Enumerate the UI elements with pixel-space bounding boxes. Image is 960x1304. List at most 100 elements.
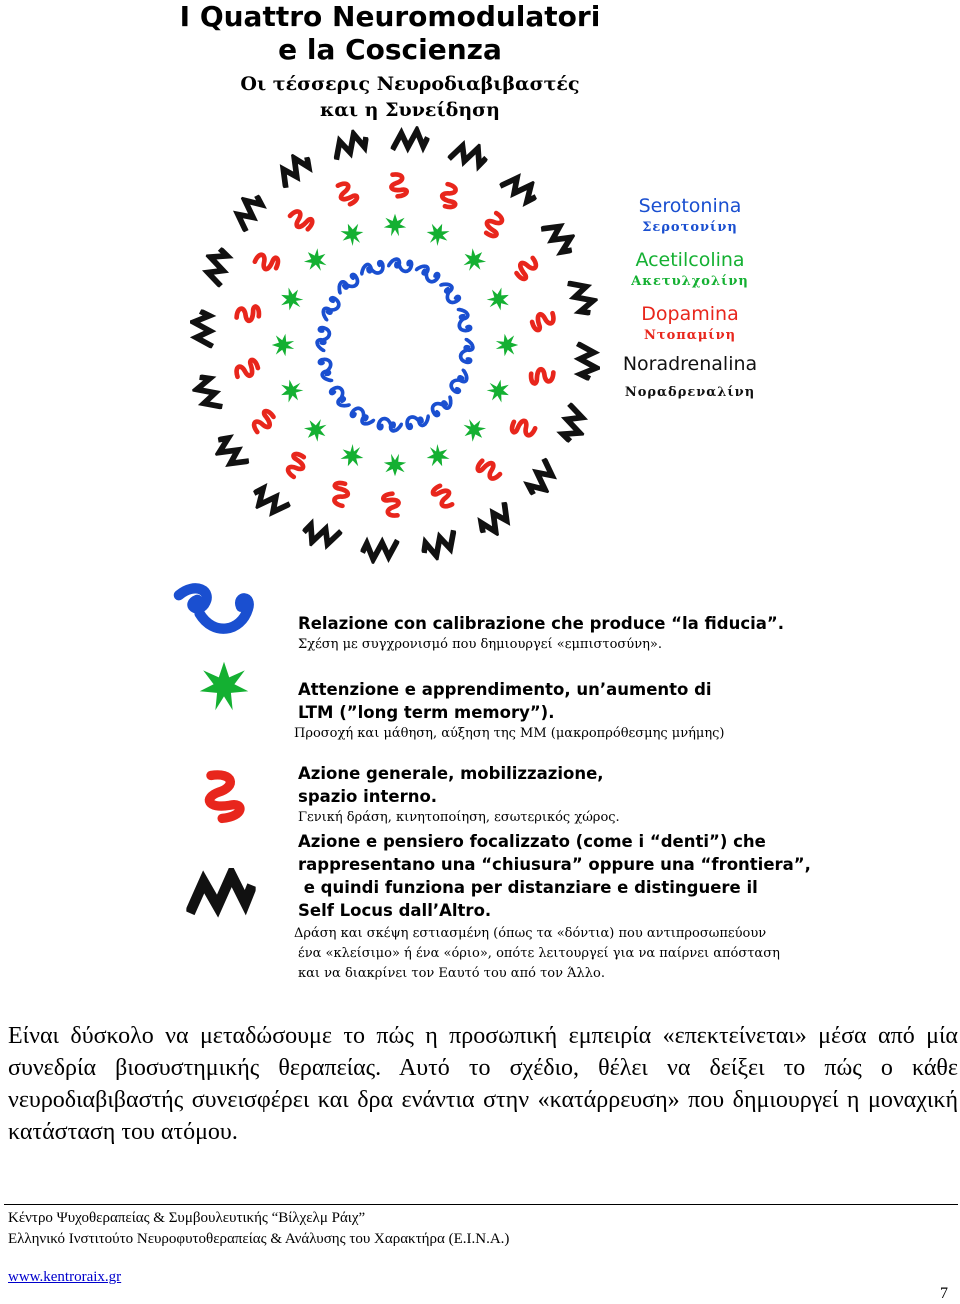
key-item-serotonina: Relazione con calibrazione che produce “… [298, 612, 818, 655]
key-acetilcolina-italian-1: Attenzione e apprendimento, un’aumento d… [298, 678, 818, 701]
key-noradrenalina-italian-2: rappresentano una “chiusura” oppure una … [298, 853, 838, 876]
key-noradrenalina-greek-1: Δράση και σκέψη εστιασμένη (όπως τα «δόν… [294, 924, 838, 944]
green-star-icon [300, 244, 332, 276]
red-squiggle-icon [254, 249, 281, 273]
green-star-icon [423, 441, 452, 470]
green-star-icon [384, 214, 406, 236]
red-squiggle-icon [329, 481, 351, 507]
red-squiggle-icon [432, 484, 453, 509]
title-italian-line2: e la Coscienza [160, 33, 620, 67]
legend-acetilcolina-greek: Ακετυλχολίνη [610, 274, 770, 289]
blue-wave-icon [335, 273, 360, 296]
blue-wave-icon [430, 394, 455, 417]
blue-wave-icon [318, 358, 335, 383]
key-noradrenalina-italian-1: Azione e pensiero focalizzato (come i “d… [298, 830, 838, 853]
green-star-icon [458, 244, 490, 276]
footer-divider [4, 1204, 958, 1205]
serotonina-inner-ring [316, 258, 473, 431]
body-paragraph: Είναι δύσκολο να μεταδώσουμε το πώς η πρ… [8, 1020, 958, 1148]
blue-wave-icon [449, 368, 470, 393]
green-star-icon [272, 334, 294, 356]
black-zigzag-icon [331, 131, 369, 159]
red-squiggle-icon [283, 451, 309, 477]
key-dopamina-greek: Γενική δράση, κινητοποίηση, εσωτερικός χ… [298, 808, 818, 828]
green-star-icon [337, 441, 366, 470]
legend-serotonina-greek: Σεροτονίνη [610, 220, 770, 235]
blue-wave-icon [405, 412, 430, 429]
blue-wave-icon [350, 406, 375, 427]
red-squiggle-icon [196, 764, 252, 828]
black-zigzag-icon [180, 868, 262, 920]
red-squiggle-icon [439, 184, 461, 210]
red-squiggle-icon [337, 181, 358, 206]
footer-line1: Κέντρο Ψυχοθεραπείας & Συμβουλευτικής “Β… [8, 1208, 365, 1228]
blue-wave-icon [415, 263, 440, 284]
blue-wave-icon [388, 258, 412, 272]
key-noradrenalina-greek-2: ένα «κλείσιμο» ή ένα «όριο», οπότε λειτο… [298, 944, 838, 964]
neuromodulator-circle-diagram [190, 120, 600, 570]
red-squiggle-icon [236, 303, 260, 322]
black-zigzag-icon [201, 246, 233, 286]
key-acetilcolina-greek: Προσοχή και μάθηση, αύξηση της ΜΜ (μακρο… [294, 724, 818, 744]
key-noradrenalina-greek-3: και να διακρίνει τον Εαυτό του από τον Ά… [298, 964, 838, 984]
black-zigzag-icon [194, 374, 222, 412]
blue-wave-icon [360, 260, 385, 277]
red-squiggle-icon [391, 174, 407, 196]
blue-wave-icon [320, 296, 341, 321]
black-zigzag-icon [522, 459, 560, 499]
key-serotonina-italian: Relazione con calibrazione che produce “… [298, 612, 818, 635]
blue-wave-icon [438, 280, 461, 305]
key-noradrenalina-italian-4: Self Locus dall’Altro. [298, 899, 838, 922]
black-zigzag-icon [250, 482, 290, 520]
top-legend: Serotonina Σεροτονίνη Acetilcolina Ακετυ… [610, 195, 770, 400]
black-zigzag-icon [575, 344, 599, 380]
legend-noradrenalina-label: Noradrenalina [610, 353, 770, 375]
red-squiggle-icon [481, 212, 507, 238]
blue-wave-icon [329, 385, 352, 410]
green-star-icon [458, 414, 490, 446]
red-squiggle-icon [475, 457, 501, 484]
footer-line2: Ελληνικό Ινστιτούτο Νευροφυτοθεραπείας &… [8, 1229, 509, 1249]
black-zigzag-icon [500, 170, 540, 208]
red-squiggle-icon [289, 207, 315, 234]
black-zigzag-icon [301, 518, 341, 550]
green-star-icon [337, 219, 366, 248]
legend-serotonina-label: Serotonina [610, 195, 770, 217]
green-star-icon [423, 219, 452, 248]
key-item-dopamina: Azione generale, mobilizzazione, spazio … [298, 762, 818, 828]
title-greek-line1: Οι τέσσερις Νευροδιαβιβαστές [200, 72, 620, 97]
green-star-icon [496, 334, 518, 356]
key-noradrenalina-italian-3: e quindi funziona per distanziare e dist… [298, 876, 838, 899]
black-zigzag-icon [230, 192, 268, 232]
key-acetilcolina-italian-2: LTM (”long term memory”). [298, 701, 818, 724]
black-zigzag-icon [556, 404, 588, 444]
green-star-icon [277, 284, 306, 313]
red-squiggle-icon [250, 409, 276, 433]
green-star-icon [484, 284, 513, 313]
page-number: 7 [940, 1284, 948, 1304]
legend-dopamina-greek: Ντοπαμίνη [610, 328, 770, 343]
blue-wave-icon [460, 339, 474, 363]
red-squiggle-icon [509, 416, 536, 440]
red-squiggle-icon [513, 257, 539, 281]
black-zigzag-icon [449, 139, 489, 171]
blue-wave-icon [378, 418, 402, 432]
blue-wave-icon [316, 327, 330, 351]
black-zigzag-icon [420, 530, 458, 558]
title-italian-line1: I Quattro Neuromodulatori [160, 0, 620, 34]
green-star-icon [484, 376, 513, 405]
legend-acetilcolina-label: Acetilcolina [610, 249, 770, 271]
key-item-noradrenalina: Azione e pensiero focalizzato (come i “d… [298, 830, 838, 984]
legend-dopamina-label: Dopamina [610, 303, 770, 325]
black-zigzag-icon [475, 502, 515, 538]
black-zigzag-icon [541, 218, 577, 258]
legend-noradrenalina-greek: Νοραδρεναλίνη [610, 385, 770, 400]
green-star-icon [300, 414, 332, 446]
footer-website-link[interactable]: www.kentroraix.gr [8, 1267, 121, 1287]
key-dopamina-italian-2: spazio interno. [298, 785, 818, 808]
key-item-acetilcolina: Attenzione e apprendimento, un’aumento d… [298, 678, 818, 744]
black-zigzag-icon [213, 432, 249, 472]
key-dopamina-italian-1: Azione generale, mobilizzazione, [298, 762, 818, 785]
black-zigzag-icon [392, 129, 428, 153]
red-squiggle-icon [531, 312, 555, 330]
